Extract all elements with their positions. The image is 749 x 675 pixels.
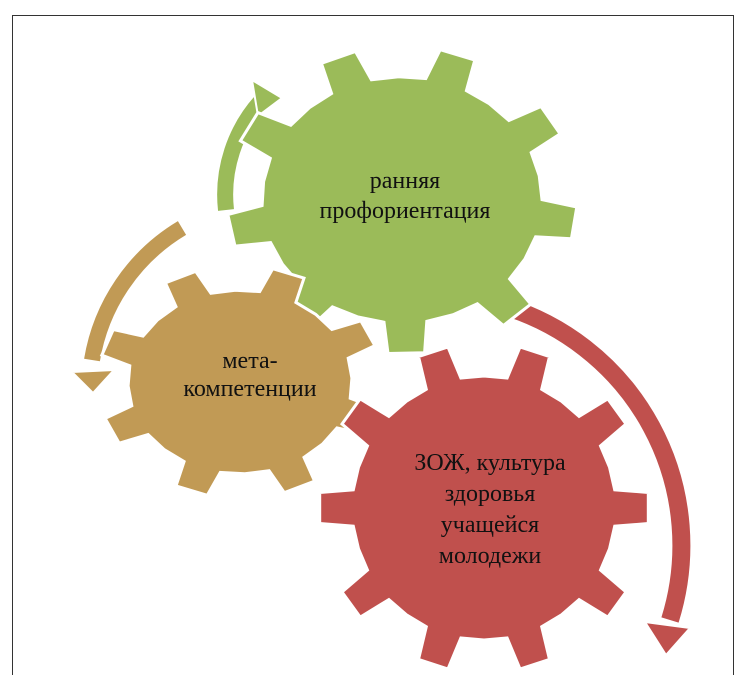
diagram-frame [12, 15, 734, 675]
green-gear [226, 47, 579, 356]
red-gear-label-line: здоровья [445, 481, 536, 507]
red-gear [318, 345, 650, 671]
red-gear-label-line: учащейся [441, 512, 539, 538]
green-gear-label-line: профориентация [320, 198, 491, 224]
green-gear-label-line: ранняя [370, 168, 440, 194]
green-gear-label: ранняя профориентация [320, 168, 491, 224]
tan-gear-label: мета-компетенции [183, 348, 316, 402]
red-gear-label-line: ЗОЖ, культура [414, 450, 566, 476]
green-gear-arrow [217, 78, 284, 211]
tan-gear-label-line: мета- [222, 348, 277, 374]
red-gear-label-line: молодежи [439, 543, 542, 569]
red-gear-arrow [497, 296, 692, 657]
tan-gear [99, 266, 381, 498]
red-gear-label: ЗОЖ, культура здоровья учащейся молодежи [414, 450, 566, 569]
tan-gear-label-line: компетенции [183, 376, 316, 402]
tan-gear-arrow [69, 221, 187, 395]
